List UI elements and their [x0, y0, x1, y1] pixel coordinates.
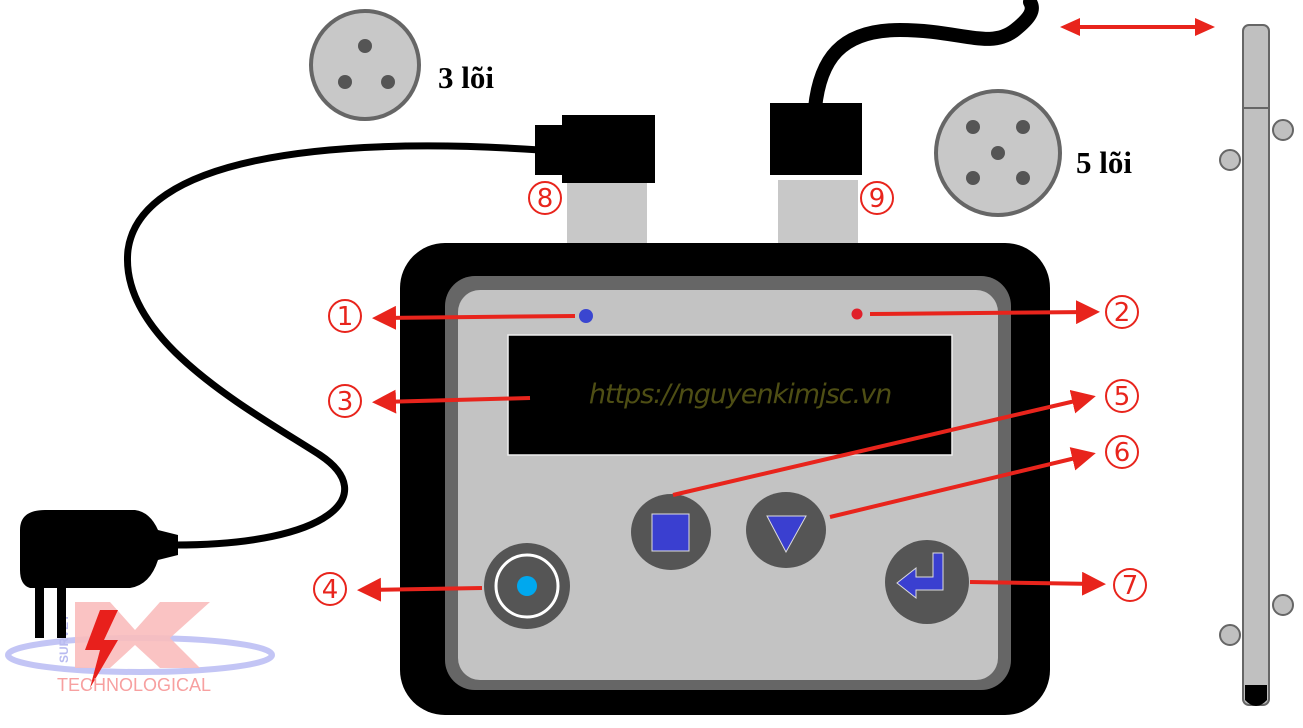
arrow-6 [829, 447, 1096, 519]
connector-8 [535, 115, 655, 245]
sensor-cable [808, 0, 1039, 115]
five-core-label: 5 lõi [1076, 145, 1132, 180]
arrow-4 [357, 577, 483, 602]
arrow-3 [372, 389, 531, 414]
lcd-screen: https://nguyenkimjsc.vn [507, 334, 953, 456]
stop-button[interactable] [631, 494, 711, 570]
screen-text: https://nguyenkimjsc.vn [589, 379, 891, 410]
callout-7: 7 [1122, 571, 1139, 601]
double-arrow-icon [1060, 18, 1215, 36]
status-led-red [851, 308, 863, 320]
power-cable [124, 142, 541, 549]
enter-icon [896, 552, 944, 600]
callout-8: 8 [537, 184, 554, 214]
temperature-probe [1219, 24, 1294, 706]
down-triangle-icon [766, 515, 807, 554]
company-logo: SURVEY TECHNOLOGICAL [5, 602, 275, 695]
arrow-5 [672, 389, 1096, 497]
three-core-label: 3 lõi [438, 60, 494, 95]
down-button[interactable] [746, 492, 826, 568]
callout-arrows [357, 300, 1106, 602]
status-led-blue [579, 309, 593, 323]
callout-4: 4 [322, 575, 339, 605]
power-button[interactable] [484, 543, 570, 629]
callout-2: 2 [1114, 298, 1131, 328]
callout-numbers [313, 181, 1147, 606]
connector-9 [770, 103, 862, 245]
power-plug [20, 510, 178, 638]
callout-3: 3 [337, 387, 354, 417]
callout-6: 6 [1114, 438, 1131, 468]
arrow-7 [969, 571, 1106, 596]
callout-9: 9 [869, 184, 886, 214]
arrow-2 [869, 300, 1100, 325]
enter-button[interactable] [885, 540, 969, 624]
square-icon [651, 513, 690, 552]
three-core-connector-icon [309, 9, 421, 121]
arrow-1 [372, 305, 576, 330]
five-core-connector-icon [934, 89, 1062, 217]
callout-5: 5 [1114, 382, 1131, 412]
callout-1: 1 [337, 302, 354, 332]
power-dot-icon [517, 576, 537, 596]
logo-bottom-text: TECHNOLOGICAL [57, 675, 211, 695]
